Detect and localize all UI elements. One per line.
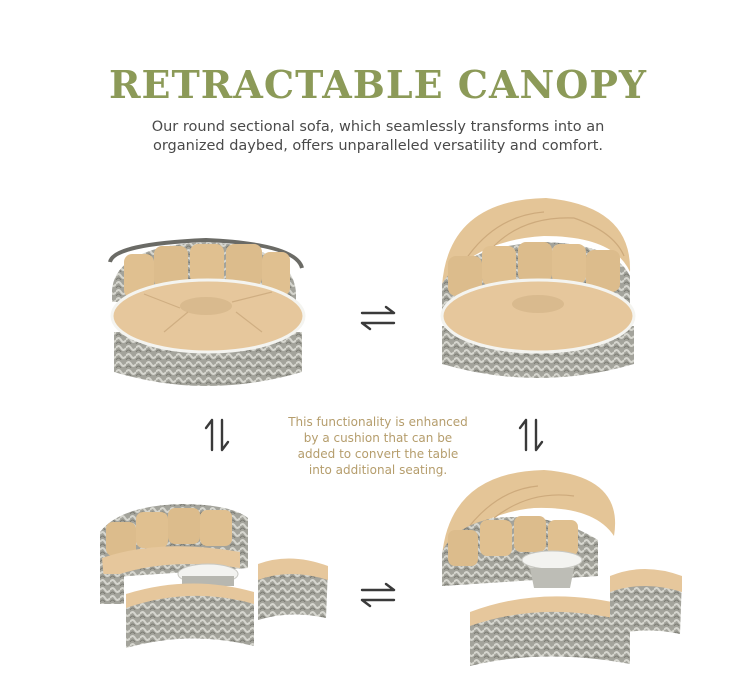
page-subtitle: Our round sectional sofa, which seamless… <box>151 119 605 154</box>
sectional-canopy-open-split-image <box>442 470 682 666</box>
page-title: RETRACTABLE CANOPY <box>108 62 648 107</box>
daybed-canopy-folded-image <box>108 237 306 386</box>
sectional-with-table-image <box>100 504 328 648</box>
swap-vertical-icon <box>204 418 230 452</box>
swap-horizontal-icon <box>360 582 396 608</box>
swap-horizontal-icon <box>360 305 396 331</box>
daybed-canopy-open-image <box>440 198 636 378</box>
swap-vertical-icon <box>518 418 544 452</box>
feature-note: This functionality is enhanced by a cush… <box>288 415 468 477</box>
